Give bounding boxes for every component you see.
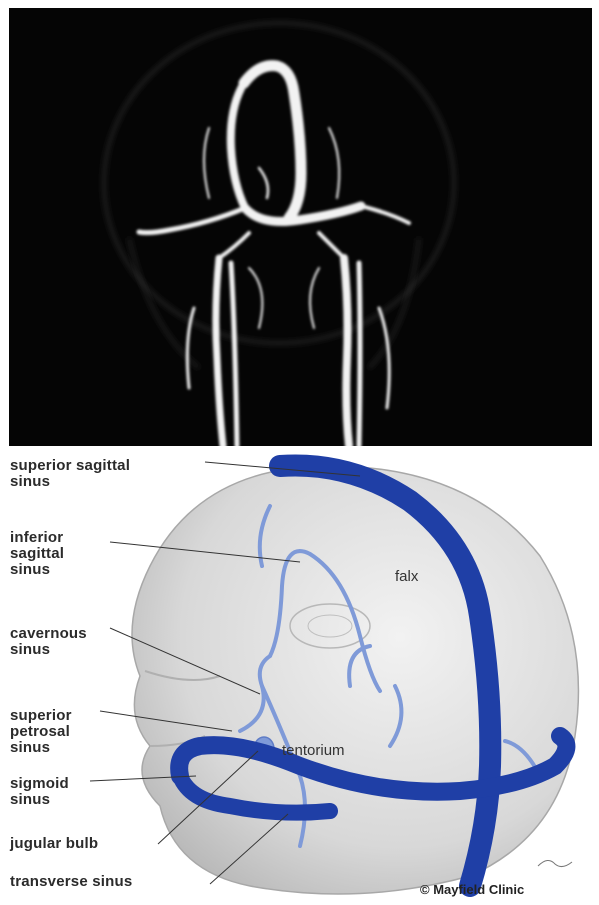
mra-superior-sagittal-sinus: [244, 66, 301, 218]
mr-venogram-image: [9, 8, 592, 446]
label-superior-sagittal-sinus: superior sagittal sinus: [10, 458, 130, 490]
dural-sinus-illustration: superior sagittal sinus inferior sagitta…: [0, 446, 599, 905]
label-tentorium: tentorium: [282, 742, 345, 759]
mra-right-jugular: [344, 258, 349, 446]
artist-signature: [538, 860, 572, 866]
mra-left-jugular: [216, 258, 223, 446]
copyright-notice: © Mayfield Clinic: [420, 882, 524, 897]
label-superior-petrosal-sinus: superior petrosal sinus: [10, 708, 72, 756]
mra-transverse-sinus: [245, 206, 361, 222]
label-transverse-sinus: transverse sinus: [10, 874, 132, 890]
label-cavernous-sinus: cavernous sinus: [10, 626, 87, 658]
label-sigmoid-sinus: sigmoid sinus: [10, 776, 69, 808]
mr-venogram-vessels: [9, 8, 592, 446]
label-falx: falx: [395, 568, 418, 585]
label-jugular-bulb: jugular bulb: [10, 836, 98, 852]
label-inferior-sagittal-sinus: inferior sagittal sinus: [10, 530, 64, 578]
